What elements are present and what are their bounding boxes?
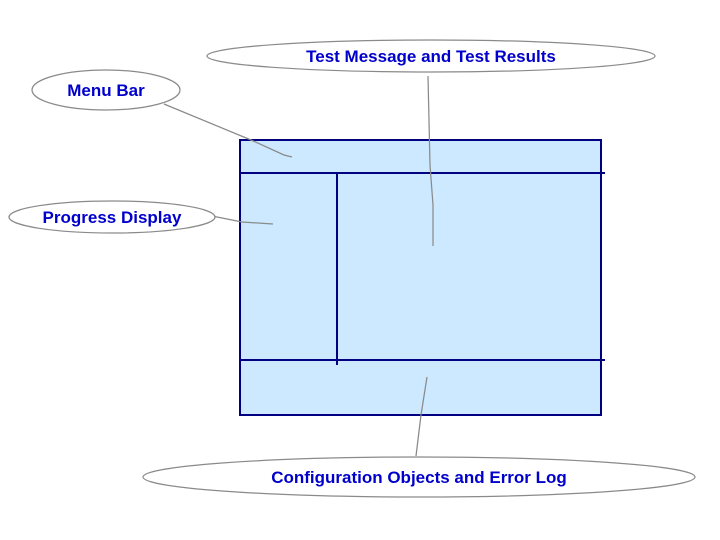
callout-label-progress-display: Progress Display (43, 208, 182, 227)
callout-ellipse-menu-bar (31, 69, 181, 111)
callout-ellipse-config-error-log (142, 456, 696, 498)
leader-line-progress-display (211, 215, 274, 225)
config-error-log-region (239, 359, 602, 416)
callout-label-test-results: Test Message and Test Results (306, 47, 556, 66)
test-results-region (336, 172, 602, 361)
progress-display-region (239, 172, 338, 361)
leader-lines (163, 75, 434, 457)
callout-ellipses (8, 39, 696, 498)
leader-line-menu-bar (163, 103, 293, 158)
callout-labels: Test Message and Test Results Menu Bar P… (43, 47, 567, 487)
leader-line-test-results (427, 75, 434, 246)
callout-label-menu-bar: Menu Bar (67, 81, 145, 100)
callout-label-config-error-log: Configuration Objects and Error Log (271, 468, 567, 487)
divider-overshoot-ticks (336, 172, 605, 365)
callout-ellipse-test-results (206, 39, 656, 73)
callout-ellipse-progress-display (8, 200, 216, 234)
menu-bar-region (239, 139, 602, 174)
window-schematic (239, 139, 605, 416)
leader-line-config-error-log (415, 376, 428, 457)
